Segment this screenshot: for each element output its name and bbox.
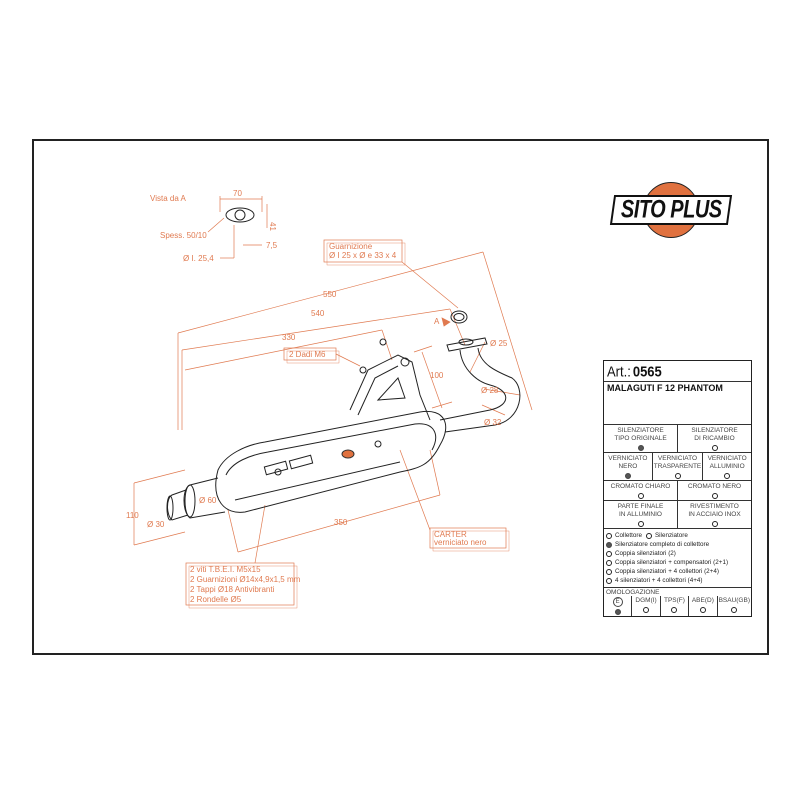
component-option[interactable]: Coppia silenziatori + 4 collettori (2+4) [606, 567, 749, 576]
homologation-title: OMOLOGAZIONE [606, 589, 660, 596]
svg-text:Ø 60: Ø 60 [199, 496, 217, 505]
sito-plus-logo: SITO PLUS [609, 182, 733, 240]
svg-text:70: 70 [233, 189, 242, 198]
svg-text:Ø I. 25,4: Ø I. 25,4 [183, 254, 214, 263]
logo-band: SITO PLUS [609, 195, 733, 225]
svg-text:Ø 32: Ø 32 [484, 418, 502, 427]
component-option[interactable]: Silenziatore completo di collettore [606, 540, 749, 549]
radio-empty-icon[interactable] [711, 493, 718, 499]
radio-empty-icon[interactable] [606, 550, 612, 557]
e-mark-icon: E [612, 597, 623, 607]
dimension-lines [133, 196, 533, 609]
svg-text:2 viti T.B.E.I. M5x15: 2 viti T.B.E.I. M5x15 [190, 565, 261, 574]
model-row: MALAGUTI F 12 PHANTOM [604, 382, 751, 425]
svg-text:Vista da A: Vista da A [150, 194, 187, 203]
option-painted-black[interactable]: VERNICIATO NERO [604, 453, 653, 480]
exhaust-outline [166, 207, 521, 521]
svg-text:100: 100 [430, 371, 444, 380]
svg-text:550: 550 [323, 290, 337, 299]
homologation-section: OMOLOGAZIONE E DGM(I) TPS(F) ABE(D) BSAU… [604, 588, 751, 616]
svg-text:2 Dadi M6: 2 Dadi M6 [289, 350, 326, 359]
svg-text:Ø 28: Ø 28 [481, 386, 499, 395]
radio-empty-icon[interactable] [606, 532, 612, 539]
radio-empty-icon[interactable] [711, 445, 718, 451]
homologation-row: E DGM(I) TPS(F) ABE(D) BSAU(GB) [604, 596, 751, 616]
option-painted-aluminium[interactable]: VERNICIATO ALLUMINIO [703, 453, 751, 480]
component-option[interactable]: Coppia silenziatori + compensatori (2+1) [606, 558, 749, 567]
svg-text:A: A [434, 317, 440, 326]
end-row: PARTE FINALE IN ALLUMINIO RIVESTIMENTO I… [604, 501, 751, 529]
option-aluminium-end[interactable]: PARTE FINALE IN ALLUMINIO [604, 501, 678, 528]
homologation-e[interactable]: E [604, 596, 633, 616]
homologation-abe[interactable]: ABE(D) [689, 596, 718, 616]
radio-empty-icon[interactable] [724, 473, 731, 479]
radio-empty-icon[interactable] [606, 568, 612, 575]
component-option[interactable]: 4 silenziatori + 4 collettori (4+4) [606, 576, 749, 585]
svg-text:41: 41 [268, 222, 277, 231]
homologation-dgm[interactable]: DGM(I) [632, 596, 661, 616]
option-replacement[interactable]: SILENZIATORE DI RICAMBIO [678, 425, 751, 452]
radio-empty-icon[interactable] [606, 577, 612, 584]
svg-text:Ø 30: Ø 30 [147, 520, 165, 529]
radio-selected-icon[interactable] [637, 445, 644, 451]
dimension-labels: Vista da A 70 41 Spess. 50/10 7,5 Ø I. 2… [126, 189, 508, 604]
option-stainless-cover[interactable]: RIVESTIMENTO IN ACCIAIO INOX [678, 501, 751, 528]
article-row: Art.: 0565 [604, 361, 751, 382]
svg-text:Guarnizione: Guarnizione [329, 242, 373, 251]
svg-text:540: 540 [311, 309, 325, 318]
finish-row: VERNICIATO NERO VERNICIATO TRASPARENTE V… [604, 453, 751, 481]
radio-selected-icon[interactable] [624, 473, 631, 479]
svg-text:2 Rondelle Ø5: 2 Rondelle Ø5 [190, 595, 242, 604]
svg-text:Ø I 25 x Ø e 33 x 4: Ø I 25 x Ø e 33 x 4 [329, 251, 397, 260]
chrome-row: CROMATO CHIARO CROMATO NERO [604, 481, 751, 501]
homologation-tps[interactable]: TPS(F) [661, 596, 690, 616]
radio-selected-icon[interactable] [606, 541, 612, 548]
type-row: SILENZIATORE TIPO ORIGINALE SILENZIATORE… [604, 425, 751, 453]
homologation-bsau[interactable]: BSAU(GB) [718, 596, 751, 616]
option-chrome-black[interactable]: CROMATO NERO [678, 481, 751, 500]
option-painted-transparent[interactable]: VERNICIATO TRASPARENTE [653, 453, 704, 480]
svg-text:110: 110 [126, 511, 139, 520]
product-info-table: Art.: 0565 MALAGUTI F 12 PHANTOM SILENZI… [603, 360, 752, 617]
radio-empty-icon[interactable] [606, 559, 612, 566]
svg-text:350: 350 [334, 518, 348, 527]
option-collettore-silenziatore: Collettore Silenziatore [606, 531, 749, 540]
radio-empty-icon[interactable] [637, 521, 644, 527]
svg-text:330: 330 [282, 333, 296, 342]
component-option[interactable]: Coppia silenziatori (2) [606, 549, 749, 558]
radio-empty-icon[interactable] [645, 532, 652, 539]
logo-text: SITO PLUS [620, 195, 722, 224]
radio-empty-icon[interactable] [699, 607, 706, 613]
components-list: Collettore Silenziatore Silenziatore com… [604, 529, 751, 588]
radio-empty-icon[interactable] [731, 607, 738, 613]
svg-text:7,5: 7,5 [266, 241, 278, 250]
radio-empty-icon[interactable] [643, 607, 650, 613]
svg-text:2 Guarnizioni Ø14x4,9x1,5 mm: 2 Guarnizioni Ø14x4,9x1,5 mm [190, 575, 301, 584]
option-original[interactable]: SILENZIATORE TIPO ORIGINALE [604, 425, 678, 452]
svg-text:2 Tappi Ø18 Antivibranti: 2 Tappi Ø18 Antivibranti [190, 585, 275, 594]
radio-selected-icon[interactable] [614, 609, 621, 615]
radio-empty-icon[interactable] [674, 473, 681, 479]
option-chrome-light[interactable]: CROMATO CHIARO [604, 481, 678, 500]
svg-text:Ø 25: Ø 25 [490, 339, 508, 348]
model-name: MALAGUTI F 12 PHANTOM [607, 383, 723, 393]
radio-empty-icon[interactable] [711, 521, 718, 527]
drawing-frame [32, 139, 769, 655]
article-number: 0565 [632, 362, 662, 380]
svg-text:CARTER: CARTER [434, 530, 467, 539]
radio-empty-icon[interactable] [671, 607, 678, 613]
svg-text:Spess. 50/10: Spess. 50/10 [160, 231, 207, 240]
radio-empty-icon[interactable] [637, 493, 644, 499]
svg-text:verniciato nero: verniciato nero [434, 538, 487, 547]
article-label: Art.: [607, 362, 631, 380]
